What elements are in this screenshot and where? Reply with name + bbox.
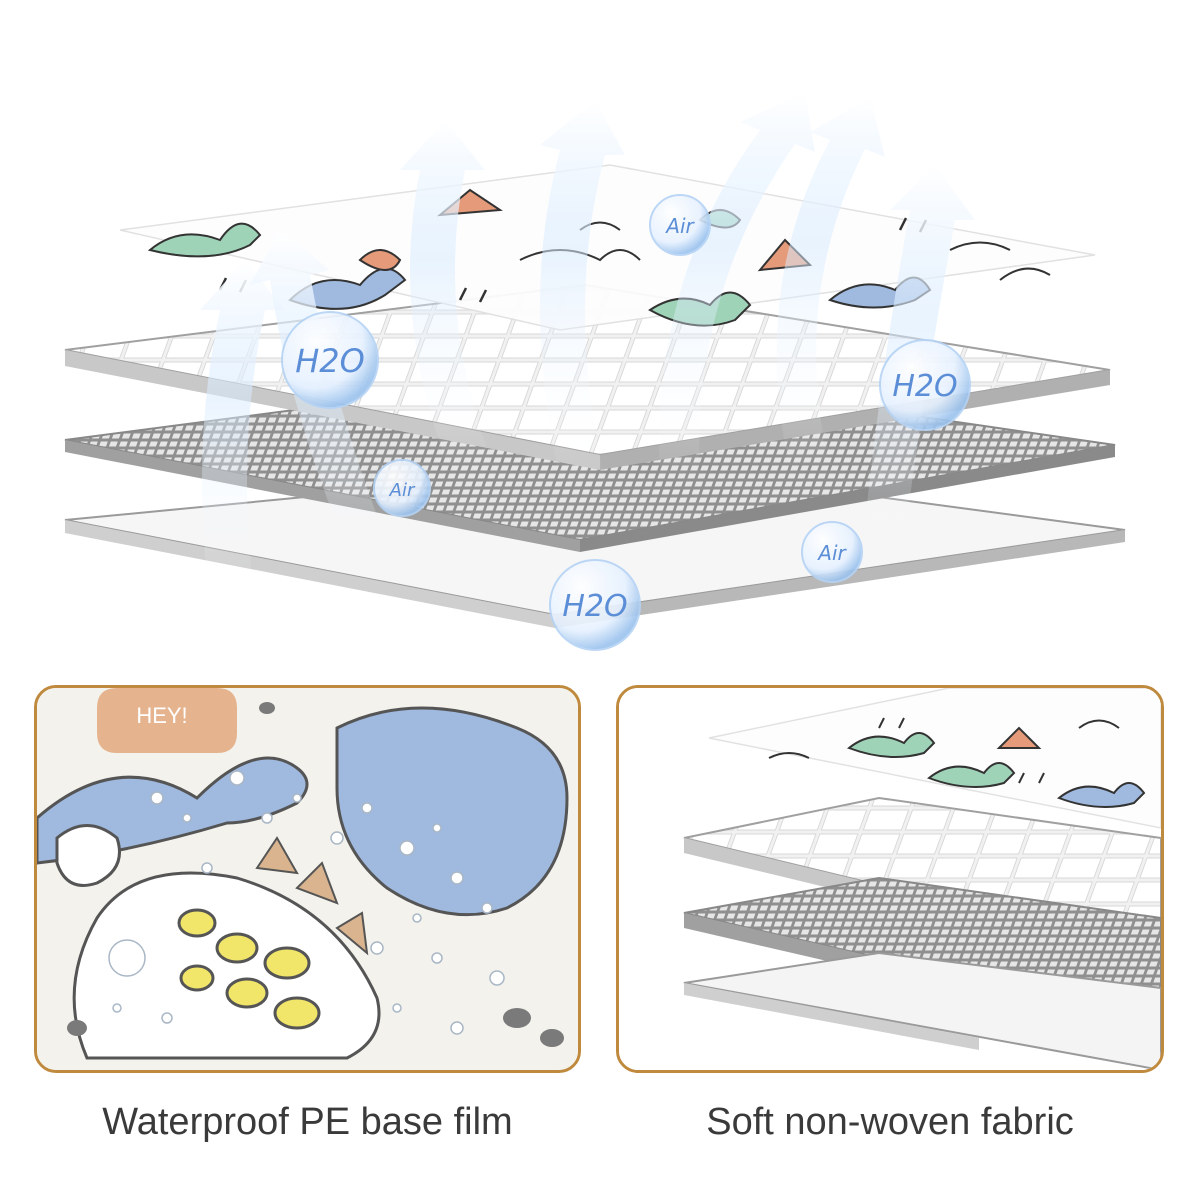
fabric-layers-panel	[616, 685, 1164, 1073]
waterproof-closeup-panel: HEY!	[34, 685, 581, 1073]
small-dinosaur	[55, 824, 121, 887]
h2o-bubble-left: H2O	[281, 311, 379, 409]
svg-text:Air: Air	[816, 541, 847, 565]
h2o-bubble-bottom: H2O	[549, 559, 641, 651]
svg-text:H2O: H2O	[562, 589, 627, 624]
stegosaurus-spots	[177, 908, 321, 1030]
water-droplets	[108, 770, 505, 1035]
air-bubble-top: Air	[649, 194, 711, 256]
svg-text:Air: Air	[389, 480, 416, 501]
air-bubble-right: Air	[801, 521, 863, 583]
h2o-bubble-right: H2O	[879, 339, 971, 431]
pe-film-layer-small	[683, 951, 1161, 1070]
stegosaurus-plates	[255, 836, 369, 956]
svg-text:HEY!: HEY!	[136, 703, 187, 728]
waterproof-closeup-image: HEY!	[37, 688, 578, 1070]
layer-diagram: Air H2O H2O Air Air H2O	[64, 92, 1126, 651]
svg-text:Air: Air	[664, 214, 695, 238]
svg-text:H2O: H2O	[295, 342, 365, 380]
blue-dinosaur-right	[335, 706, 569, 917]
caption-non-woven-fabric: Soft non-woven fabric	[706, 1101, 1074, 1143]
air-bubble-mid: Air	[373, 459, 431, 517]
fabric-layers-image	[619, 688, 1161, 1070]
speech-bubble: HEY!	[97, 688, 237, 753]
printed-top-layer-small	[708, 688, 1161, 829]
print-dots	[67, 702, 564, 1047]
svg-text:H2O: H2O	[892, 369, 957, 404]
caption-waterproof-film: Waterproof PE base film	[102, 1101, 513, 1143]
